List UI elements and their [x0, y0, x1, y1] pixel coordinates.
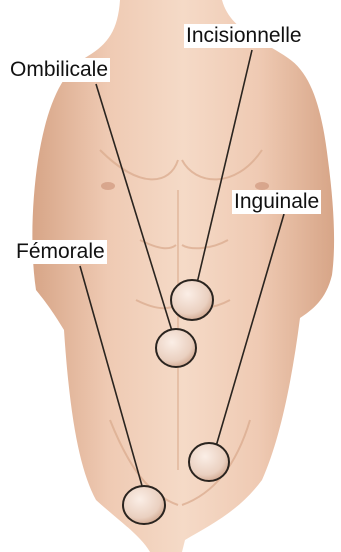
label-inguinale: Inguinale	[232, 190, 321, 214]
label-femorale: Fémorale	[14, 240, 107, 264]
hernia-femorale	[123, 486, 165, 524]
hernia-inguinale	[189, 443, 229, 481]
right-nipple	[255, 182, 269, 190]
torso-silhouette	[32, 0, 334, 552]
hernia-ombilicale	[156, 329, 196, 367]
hernia-incisionnelle	[171, 280, 213, 320]
label-ombilicale: Ombilicale	[8, 58, 110, 82]
left-nipple	[101, 182, 115, 190]
label-incisionnelle: Incisionnelle	[184, 24, 304, 48]
